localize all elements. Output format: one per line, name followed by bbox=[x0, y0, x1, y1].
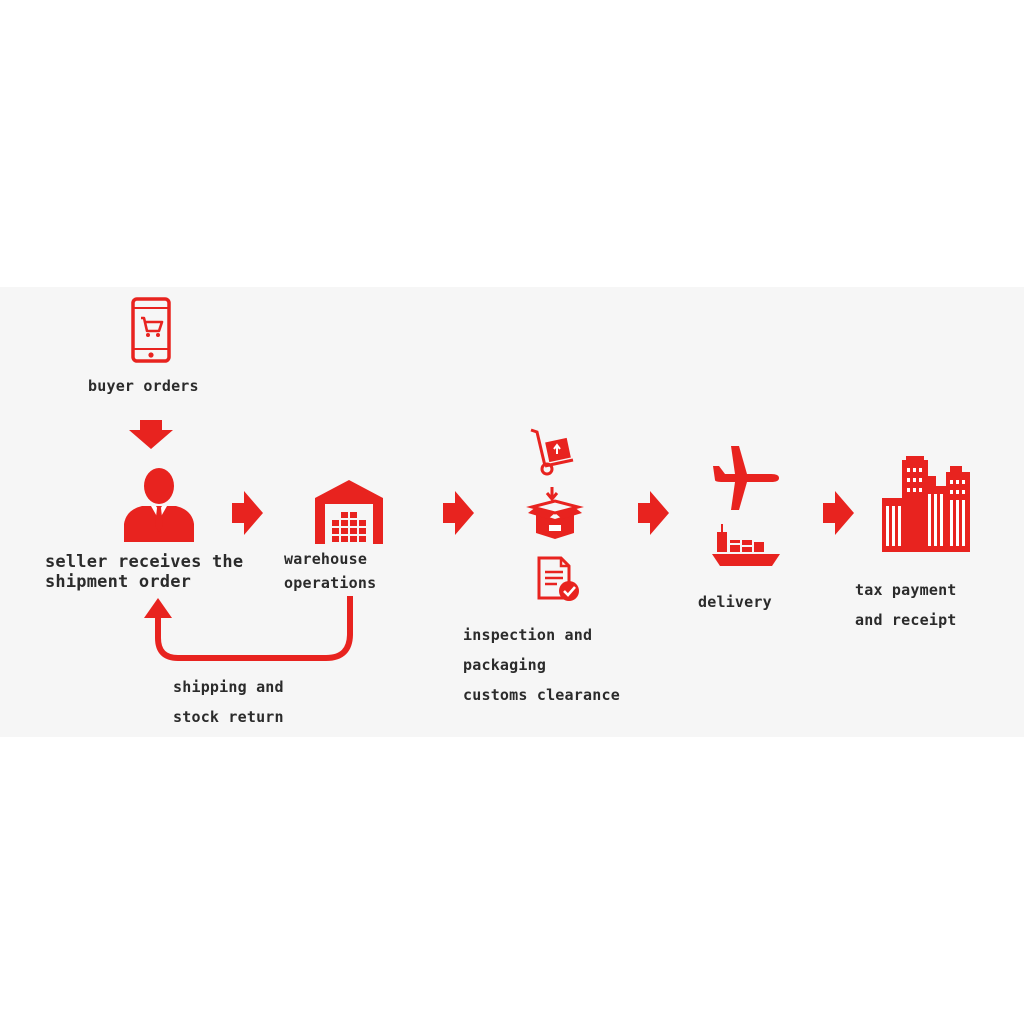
inspection-label-line3: customs clearance bbox=[463, 686, 620, 704]
down-arrow bbox=[129, 420, 173, 449]
delivery-label: delivery bbox=[698, 593, 772, 611]
seller-label-line1: seller receives the bbox=[45, 552, 244, 572]
return-loop-label: shipping and stock return bbox=[173, 672, 284, 732]
warehouse-label: warehouse operations bbox=[284, 547, 376, 595]
tax-label-line2: and receipt bbox=[855, 611, 957, 629]
return-loop-line1: shipping and bbox=[173, 678, 284, 696]
right-arrow-3 bbox=[638, 491, 669, 535]
inspection-label: inspection and packaging customs clearan… bbox=[463, 620, 620, 710]
seller-label: seller receives the shipment order bbox=[45, 552, 243, 592]
businessman-icon bbox=[124, 468, 194, 542]
right-arrow-1 bbox=[232, 491, 263, 535]
smartphone-cart-icon bbox=[131, 297, 171, 363]
inspection-label-line2: packaging bbox=[463, 656, 547, 674]
tax-label-line1: tax payment bbox=[855, 581, 957, 599]
warehouse-icon bbox=[315, 480, 383, 544]
tax-label: tax payment and receipt bbox=[855, 575, 957, 635]
cargo-ship-icon bbox=[712, 524, 780, 566]
warehouse-label-line2: operations bbox=[284, 574, 377, 592]
document-check-icon bbox=[537, 556, 579, 601]
return-loop-arrow bbox=[144, 596, 353, 661]
inspection-label-line1: inspection and bbox=[463, 626, 593, 644]
right-arrow-4 bbox=[823, 491, 854, 535]
open-box-icon bbox=[526, 487, 584, 539]
return-loop-line2: stock return bbox=[173, 708, 284, 726]
warehouse-label-line1: warehouse bbox=[284, 550, 368, 568]
airplane-icon bbox=[713, 446, 779, 510]
city-buildings-icon bbox=[882, 456, 970, 552]
seller-label-line2: shipment order bbox=[45, 572, 192, 592]
right-arrow-2 bbox=[443, 491, 474, 535]
hand-truck-icon bbox=[530, 428, 574, 476]
buyer-orders-label: buyer orders bbox=[88, 377, 199, 395]
